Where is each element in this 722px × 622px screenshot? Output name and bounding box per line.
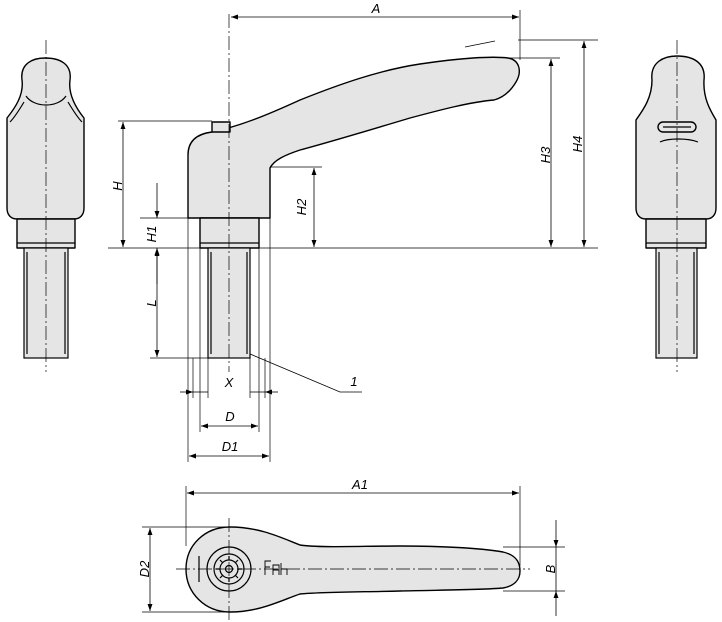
top-view-lever xyxy=(185,526,521,613)
label-H: H xyxy=(110,181,125,191)
label-A: A xyxy=(371,1,381,16)
right-view-thread xyxy=(655,247,698,359)
label-H4: H4 xyxy=(570,136,585,153)
label-H3: H3 xyxy=(538,146,553,163)
top-view xyxy=(176,518,530,620)
side-view-lever-tip-line xyxy=(464,40,496,48)
right-view xyxy=(635,40,717,372)
right-view-collar xyxy=(645,218,707,249)
label-B: B xyxy=(543,564,558,573)
label-H2: H2 xyxy=(294,198,309,215)
side-view-top-cap xyxy=(211,121,231,133)
left-view-side-curve xyxy=(9,101,83,123)
dimension-lines xyxy=(120,14,587,459)
manufacturer-logo xyxy=(264,560,288,575)
label-X: X xyxy=(224,375,235,390)
label-L: L xyxy=(144,299,159,306)
label-D: D xyxy=(225,409,234,424)
right-view-lever-head xyxy=(635,55,717,220)
left-view xyxy=(6,40,85,372)
label-A1: A1 xyxy=(351,477,368,492)
extension-lines xyxy=(108,10,598,462)
left-view-top-curve xyxy=(25,95,67,106)
label-H1: H1 xyxy=(144,226,159,243)
top-view-dimensions xyxy=(142,486,565,616)
right-view-curve xyxy=(659,138,699,143)
side-view-lever xyxy=(187,56,520,219)
dimension-labels: A H H1 L H2 H3 H4 X D D1 1 A1 D2 B xyxy=(110,1,585,577)
label-callout-1: 1 xyxy=(350,374,357,389)
side-view xyxy=(187,14,520,372)
label-D1: D1 xyxy=(222,439,239,454)
label-D2: D2 xyxy=(137,560,152,577)
left-view-lever-head xyxy=(6,57,85,220)
callout-1-leader xyxy=(249,353,362,393)
